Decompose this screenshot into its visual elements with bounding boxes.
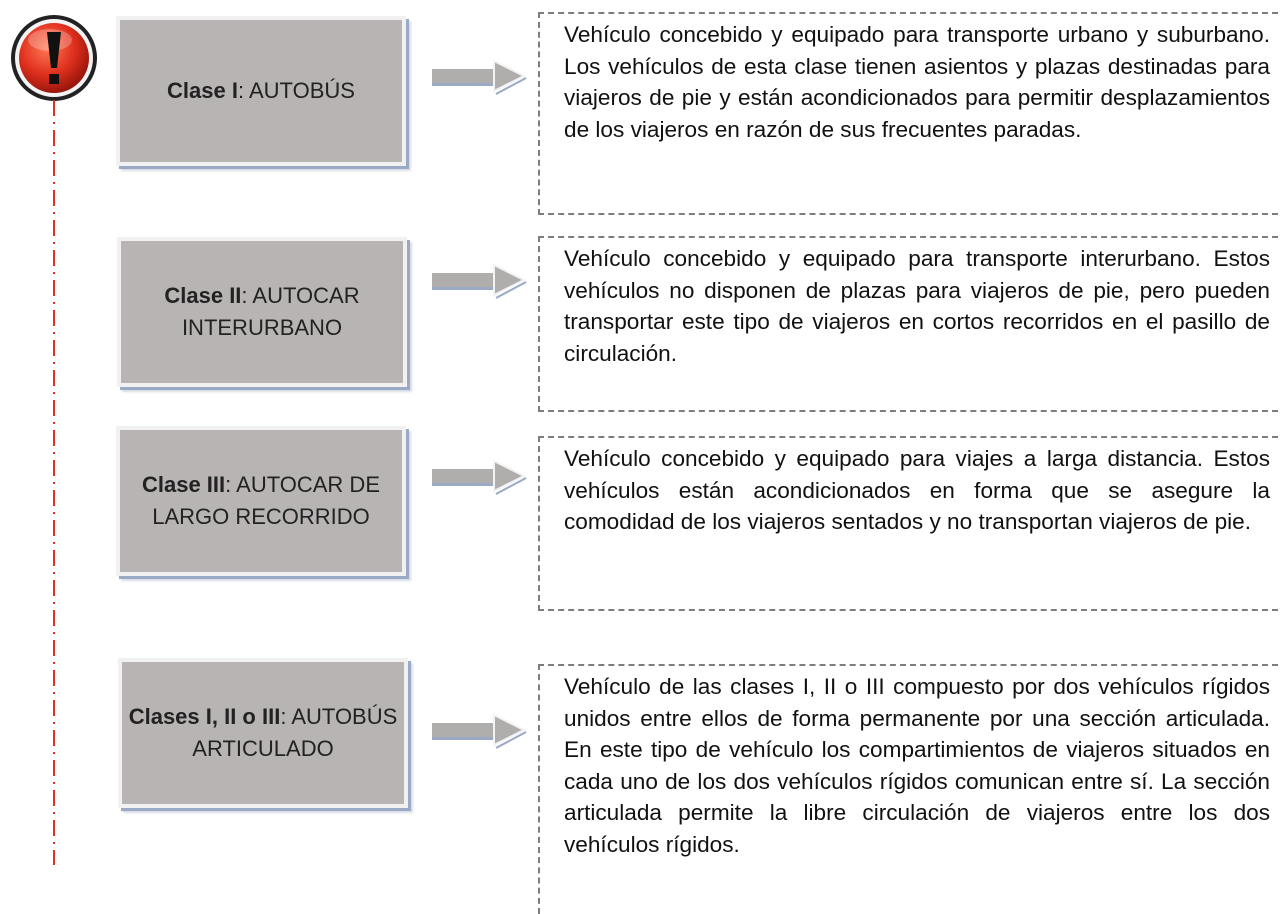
description-box-1: Vehículo concebido y equipado para trans… [538, 12, 1278, 215]
right-arrow-icon [432, 459, 527, 495]
right-arrow-icon [432, 59, 527, 95]
class-name: : AUTOCAR INTERURBANO [181, 283, 360, 340]
description-text: Vehículo concebido y equipado para trans… [564, 22, 1270, 142]
warning-icon [11, 15, 97, 101]
right-arrow-icon [432, 713, 527, 749]
class-label: Clases I, II o III [128, 704, 281, 730]
right-arrow-icon [432, 263, 527, 299]
description-text: Vehículo concebido y equipado para viaje… [564, 446, 1270, 534]
description-text: Vehículo de las clases I, II o III compu… [564, 674, 1270, 857]
description-box-3: Vehículo concebido y equipado para viaje… [538, 436, 1278, 611]
class-label: Clase I [167, 78, 238, 104]
class-label: Clase II [164, 283, 242, 309]
description-box-2: Vehículo concebido y equipado para trans… [538, 236, 1278, 412]
description-box-4: Vehículo de las clases I, II o III compu… [538, 664, 1278, 914]
class-name: : AUTOBÚS [237, 78, 355, 104]
class-label: Clase III [141, 472, 226, 498]
class-name: : AUTOBÚS ARTICULADO [192, 704, 398, 761]
class-box-1: Clase I: AUTOBÚS [116, 16, 406, 166]
class-box-2: Clase II: AUTOCAR INTERURBANO [117, 237, 407, 387]
class-box-3: Clase III: AUTOCAR DE LARGO RECORRIDO [116, 426, 406, 576]
class-box-4: Clases I, II o III: AUTOBÚS ARTICULADO [118, 658, 408, 808]
timeline-line [53, 100, 55, 865]
class-name: : AUTOCAR DE LARGO RECORRIDO [152, 472, 380, 529]
description-text: Vehículo concebido y equipado para trans… [564, 246, 1270, 366]
